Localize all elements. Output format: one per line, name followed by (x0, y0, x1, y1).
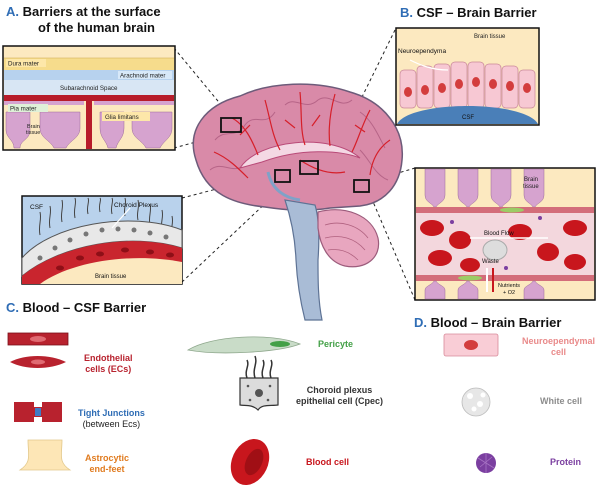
legend-astro-line1: Astrocytic (85, 453, 130, 463)
protein-icon (476, 453, 496, 473)
section-a-letter: A. (6, 4, 19, 19)
panel-a-brain-label-1: Brain (27, 124, 40, 130)
legend-endothelial-line2: cells (ECs) (85, 364, 132, 374)
choroid-epithelial-cell-icon (239, 355, 279, 411)
blood-flow-label: Blood Flow (484, 231, 514, 237)
legend-astro-line2: end-feet (89, 464, 125, 474)
legend-tight-label: Tight Junctions (between Ecs) (78, 408, 145, 430)
legend-neuro-label: Neuroependymal cell (522, 336, 595, 358)
panel-b-csf-brain (395, 27, 540, 126)
section-a-title-line2: of the human brain (38, 20, 155, 35)
choroid-brain-label: Brain tissue (95, 274, 127, 280)
legend-blood-line1: Blood cell (306, 457, 350, 467)
pia-label: Pia mater (10, 106, 36, 113)
panel-a-labels: Dura mater Arachnoid mater Subarachnoid … (6, 59, 172, 136)
legend-pericyte-line1: Pericyte (318, 339, 354, 349)
panel-d-labels: Brain tissue Blood Flow Waste Nutrients … (482, 177, 539, 296)
panel-d-brain-label-1: Brain (524, 177, 538, 183)
arachnoid-label: Arachnoid mater (120, 73, 165, 80)
legend-white-label: White cell (540, 396, 582, 407)
choroid-csf-label: CSF (30, 204, 43, 211)
glia-label: Glia limitans (105, 114, 139, 121)
choroid-plexus-label: Choroid Plexus (114, 202, 159, 209)
legend-icons (7, 332, 499, 486)
legend-tight-line1: Tight Junctions (78, 408, 145, 418)
panel-b-csf-label: CSF (462, 115, 474, 121)
section-d-title: D. Blood – Brain Barrier (414, 315, 561, 330)
astrocytic-endfeet-icon (18, 439, 72, 471)
legend-neuro-line1: Neuroependymal (522, 336, 596, 346)
legend-choroid-label: Choroid plexus epithelial cell (Cpec) (296, 385, 383, 407)
section-b-title-text: CSF – Brain Barrier (416, 5, 537, 20)
legend-neuro-line2: cell (551, 347, 567, 357)
subarachnoid-label: Subarachnoid Space (60, 85, 118, 92)
legend-blood-label: Blood cell (306, 457, 349, 468)
panel-b-labels: Brain tissue Neuroependyma CSF (398, 34, 506, 121)
legend-endothelial-label: Endothelial cells (ECs) (84, 353, 133, 375)
section-b-title: B. CSF – Brain Barrier (400, 5, 537, 20)
pericyte-icon (186, 336, 302, 354)
section-d-title-text: Blood – Brain Barrier (430, 315, 562, 330)
waste-label: Waste (482, 259, 499, 265)
dura-label: Dura mater (8, 61, 39, 68)
section-d-letter: D. (414, 315, 427, 330)
section-a-title-line1: Barriers at the surface (22, 4, 161, 19)
nutrients-label: Nutrients (498, 283, 520, 289)
legend-endothelial-line1: Endothelial (84, 353, 133, 363)
legend-white-line1: White cell (540, 396, 583, 406)
legend-choroid-line2: epithelial cell (Cpec) (296, 396, 384, 406)
legend-pericyte-label: Pericyte (318, 339, 353, 350)
white-cell-icon (461, 387, 491, 417)
section-c-title-text: Blood – CSF Barrier (22, 300, 147, 315)
panel-a-brain-label-2: tissue (26, 130, 40, 136)
panel-a-meninges (2, 45, 176, 151)
brain-sagittal (192, 83, 404, 321)
section-c-letter: C. (6, 300, 19, 315)
legend-astro-label: Astrocytic end-feet (85, 453, 129, 475)
panel-choroid-labels: CSF Choroid Plexus Brain tissue (30, 202, 159, 280)
legend-protein-label: Protein (550, 457, 581, 468)
section-a-title: A. Barriers at the surface (6, 4, 161, 19)
legend-choroid-line1: Choroid plexus (306, 385, 373, 395)
section-a-subtitle: of the human brain (38, 20, 155, 35)
legend-protein-line1: Protein (550, 457, 582, 467)
o2-label: + O2 (503, 290, 515, 296)
section-b-letter: B. (400, 5, 413, 20)
legend-tight-line2: (between Ecs) (82, 419, 141, 429)
blood-cell-icon (230, 438, 270, 486)
panel-d-brain-label-2: tissue (523, 184, 539, 190)
panel-d-blood-brain (414, 167, 596, 301)
neuroependyma-label: Neuroependyma (398, 48, 446, 55)
panel-choroid-plexus (21, 195, 183, 285)
section-c-title: C. Blood – CSF Barrier (6, 300, 146, 315)
panel-b-brain-label: Brain tissue (474, 34, 506, 40)
